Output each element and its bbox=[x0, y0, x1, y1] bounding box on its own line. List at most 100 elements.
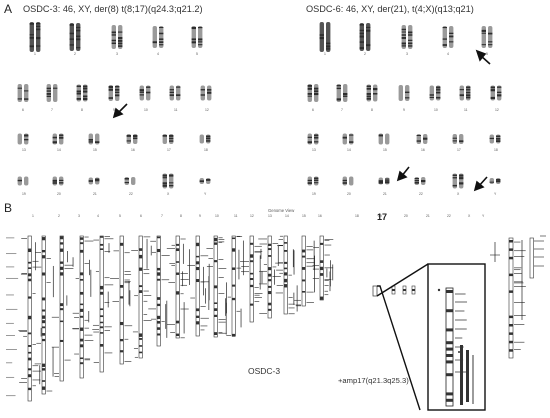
genome-chromosome-6 bbox=[110, 235, 133, 365]
left-chr-20 bbox=[52, 176, 64, 186]
right-num-8: 8 bbox=[371, 108, 373, 112]
left-num-4: 4 bbox=[157, 52, 159, 56]
right-chr-22 bbox=[414, 177, 426, 185]
left-chr-17 bbox=[162, 134, 174, 144]
right-num-6: 6 bbox=[312, 108, 314, 112]
panel-a-letter: A bbox=[4, 2, 13, 16]
right-chr-9 bbox=[398, 85, 410, 101]
left-num-3: 3 bbox=[116, 52, 118, 56]
left-chr-4 bbox=[152, 26, 164, 48]
right-chr-Y bbox=[489, 178, 501, 184]
genome-chr-17-small bbox=[372, 285, 378, 297]
left-chr-18 bbox=[199, 134, 211, 144]
genome-chromosome-2 bbox=[32, 235, 54, 395]
right-chr-6 bbox=[307, 84, 319, 102]
genome-num-11: 11 bbox=[234, 214, 238, 218]
left-chr-2 bbox=[69, 23, 81, 51]
left-num-13: 13 bbox=[22, 148, 26, 152]
right-num-13: 13 bbox=[312, 148, 316, 152]
left-chr-21 bbox=[88, 177, 100, 185]
right-karyogram bbox=[307, 22, 502, 189]
right-chr-19 bbox=[307, 176, 319, 186]
right-chr-13 bbox=[307, 133, 319, 145]
right-num-9: 9 bbox=[403, 108, 405, 112]
left-chr-10 bbox=[139, 85, 151, 101]
left-num-21: 21 bbox=[93, 192, 97, 196]
chr17-inset bbox=[427, 263, 486, 411]
genome-num-8: 8 bbox=[180, 214, 182, 218]
left-chr-16 bbox=[126, 134, 138, 144]
arrow-right-der21-head bbox=[396, 170, 408, 182]
left-num-2: 2 bbox=[74, 52, 76, 56]
right-chr-17 bbox=[452, 134, 464, 144]
left-chr-13 bbox=[17, 133, 29, 145]
right-num-12: 12 bbox=[495, 108, 499, 112]
right-chr-18 bbox=[489, 134, 501, 144]
left-chr-6 bbox=[17, 84, 29, 102]
left-num-14: 14 bbox=[57, 148, 61, 152]
left-chr-22 bbox=[124, 177, 136, 185]
genome-chromosome-8 bbox=[148, 235, 170, 347]
right-num-18: 18 bbox=[494, 148, 498, 152]
right-num-21: 21 bbox=[383, 192, 387, 196]
genome-chromosome-10 bbox=[187, 235, 210, 337]
genome-num-X: X bbox=[468, 214, 471, 218]
genome-chromosome-Y bbox=[529, 235, 546, 279]
right-chr-21 bbox=[378, 177, 390, 185]
right-karyotype-title: OSDC-6: 46, XY, der(21), t(4;X)(q13;q21) bbox=[306, 4, 474, 14]
right-chr-7 bbox=[336, 84, 348, 102]
genome-num-16: 16 bbox=[318, 214, 322, 218]
left-num-18: 18 bbox=[204, 148, 208, 152]
genome-num-18: 18 bbox=[355, 214, 359, 218]
right-num-22: 22 bbox=[419, 192, 423, 196]
genome-chromosome-9 bbox=[166, 235, 190, 339]
left-chr-15 bbox=[88, 133, 100, 145]
right-num-11: 11 bbox=[464, 108, 468, 112]
right-num-17: 17 bbox=[457, 148, 461, 152]
genome-small-chr-20 bbox=[411, 285, 416, 295]
genome-small-chr-19 bbox=[402, 285, 407, 295]
right-chr-X bbox=[452, 173, 464, 189]
genome-num-20: 20 bbox=[404, 214, 408, 218]
left-num-6: 6 bbox=[22, 108, 24, 112]
zoom-bracket bbox=[377, 285, 421, 411]
arrow-right-der4-head bbox=[475, 49, 487, 62]
right-chr-2 bbox=[359, 23, 371, 51]
amp-label: +amp17(q21.3q25.3) bbox=[338, 376, 409, 385]
genome-chromosome-12 bbox=[226, 235, 244, 337]
arrow-right-derX-head bbox=[473, 180, 485, 192]
genome-num-15: 15 bbox=[302, 214, 306, 218]
right-chr-14 bbox=[342, 133, 354, 145]
translocation-arrows bbox=[112, 49, 491, 192]
genome-chromosome-16 bbox=[294, 235, 316, 307]
left-num-8: 8 bbox=[81, 108, 83, 112]
genome-chromosome-4 bbox=[72, 235, 94, 379]
right-num-19: 19 bbox=[312, 192, 316, 196]
sample-label: OSDC-3 bbox=[248, 366, 281, 376]
left-num-20: 20 bbox=[57, 192, 61, 196]
right-num-15: 15 bbox=[383, 148, 387, 152]
genome-chromosome-14 bbox=[258, 235, 281, 319]
right-num-X: X bbox=[457, 192, 460, 196]
left-num-22: 22 bbox=[129, 192, 133, 196]
genome-chromosome-15 bbox=[275, 235, 298, 315]
left-chr-14 bbox=[52, 133, 64, 145]
right-chr-20 bbox=[342, 176, 354, 186]
left-num-9: 9 bbox=[113, 108, 115, 112]
genome-num-10: 10 bbox=[215, 214, 219, 218]
left-num-16: 16 bbox=[131, 148, 135, 152]
genome-chromosome-17 bbox=[312, 235, 334, 301]
right-num-2: 2 bbox=[364, 52, 366, 56]
left-chr-9 bbox=[108, 85, 120, 101]
left-num-Y: Y bbox=[204, 192, 207, 196]
left-chr-5 bbox=[191, 26, 203, 48]
right-num-Y: Y bbox=[494, 192, 497, 196]
left-num-1: 1 bbox=[34, 52, 36, 56]
right-chr-4 bbox=[442, 26, 454, 48]
right-chr-1 bbox=[319, 22, 331, 52]
right-chr-5 bbox=[481, 26, 493, 48]
genome-small-chr-18 bbox=[391, 285, 396, 295]
genome-chromosome-1 bbox=[18, 235, 42, 402]
left-karyogram bbox=[17, 22, 212, 189]
genome-num-13: 13 bbox=[268, 214, 272, 218]
